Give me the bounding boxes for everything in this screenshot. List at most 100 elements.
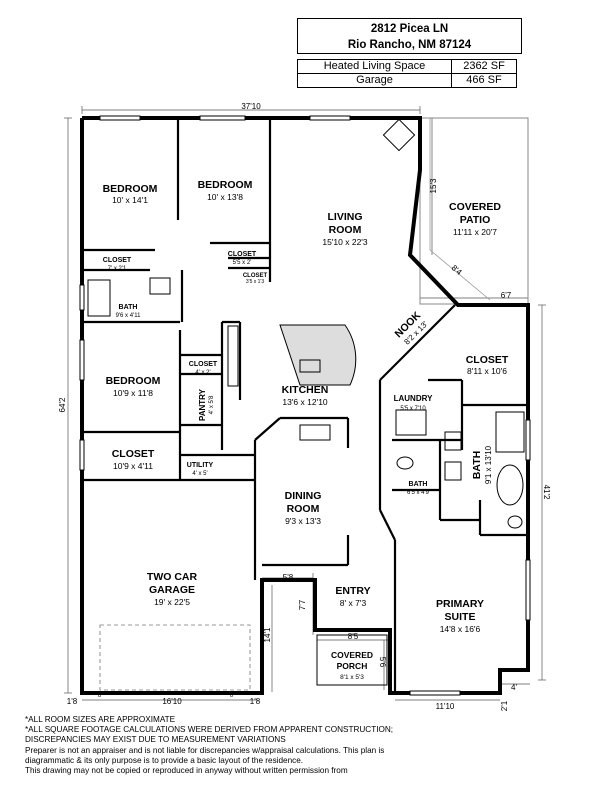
- room-size: 15'10 x 22'3: [322, 237, 368, 247]
- room-size: 9'6 x 4'11: [116, 313, 142, 319]
- room-size: 8'11 x 10'6: [467, 366, 507, 376]
- note-line: Preparer is not an appraiser and is not …: [25, 745, 385, 755]
- shower-icon: [495, 411, 525, 453]
- dimension-label: 64'2: [58, 397, 67, 412]
- room-size: 3'5 x 1'3: [246, 279, 265, 285]
- room-size: 19' x 22'5: [154, 597, 190, 607]
- dimension-label: 7'7: [298, 599, 307, 610]
- room-name: CLOSET: [466, 354, 509, 366]
- area-row: Garage 466 SF: [297, 73, 517, 88]
- room-name: DINING: [285, 490, 322, 502]
- room-name: PRIMARY: [436, 598, 484, 610]
- dimension-label: 6'7: [501, 291, 512, 300]
- dimension-label: 1'8: [67, 697, 78, 706]
- room-name: COVERED: [449, 201, 501, 213]
- dimension-label: 8'4: [450, 263, 464, 277]
- room-name: CLOSET: [189, 361, 218, 368]
- room-name: CLOSET: [243, 273, 268, 279]
- kitchen-counter-icon: [279, 324, 357, 386]
- room-size: 5'5 x 2': [233, 260, 252, 266]
- room-name: CLOSET: [103, 257, 132, 264]
- room-size: 10' x 13'8: [207, 192, 243, 202]
- fixtures: [87, 118, 525, 529]
- room-name: LIVING: [327, 211, 362, 223]
- room-name: TWO CAR: [147, 571, 198, 583]
- address-line-1: 2812 Picea LN: [370, 23, 449, 35]
- dimension-label: 5'8: [283, 573, 294, 582]
- room-size: 11'11 x 20'7: [453, 227, 497, 237]
- dimension-label: 2'1: [500, 700, 509, 711]
- dimension-label: 6': [98, 693, 102, 699]
- room-name: BEDROOM: [198, 179, 253, 191]
- dimension-label: 1'8: [250, 697, 261, 706]
- bathtub-icon: [87, 279, 111, 317]
- sink-icon: [444, 431, 462, 451]
- room-size: 4' x 5'8: [209, 395, 215, 414]
- area-name: Garage: [297, 73, 452, 88]
- room-size: 13'6 x 12'10: [282, 397, 328, 407]
- room-name: BATH: [409, 481, 428, 488]
- note-line: This drawing may not be copied or reprod…: [25, 766, 348, 776]
- room-name: BEDROOM: [103, 183, 158, 195]
- porch-outline: [316, 634, 388, 686]
- exterior-walls: [80, 116, 530, 695]
- note-line: DISCREPANCIES MAY EXIST DUE TO MEASUREME…: [25, 735, 286, 745]
- room-name: UTILITY: [187, 462, 214, 469]
- room-name: BEDROOM: [106, 375, 161, 387]
- dimension-label: 15'3: [429, 178, 438, 193]
- room-name: PANTRY: [198, 388, 207, 421]
- dimension-label: 8'5: [348, 632, 359, 641]
- room-name: PATIO: [460, 214, 491, 226]
- room-size: 10' x 14'1: [112, 195, 148, 205]
- room-name: BATH: [471, 451, 483, 479]
- windows: [79, 115, 531, 696]
- room-size: 10'9 x 4'11: [113, 461, 153, 471]
- room-name: LAUNDRY: [394, 394, 433, 403]
- garage-door: [99, 624, 251, 691]
- room-name: ROOM: [287, 503, 320, 515]
- room-size: 10'9 x 11'8: [113, 388, 153, 398]
- address-line-2: Rio Rancho, NM 87124: [347, 39, 472, 51]
- dimension-label: 16'10: [162, 697, 182, 706]
- area-value: 466 SF: [451, 73, 517, 88]
- fridge-icon: [227, 325, 239, 387]
- dimension-label: 5'6: [378, 657, 387, 668]
- room-size: 7' x 2'1: [108, 266, 127, 272]
- tub-icon: [496, 464, 524, 506]
- room-name: GARAGE: [149, 584, 195, 596]
- room-name: ROOM: [329, 224, 362, 236]
- dimension-label: 11'10: [436, 702, 455, 711]
- washer-icon: [395, 409, 427, 436]
- fireplace-icon: [382, 118, 416, 152]
- address-header: 2812 Picea LN Rio Rancho, NM 87124: [297, 18, 522, 54]
- sink-icon: [444, 461, 462, 481]
- disclaimer-notes: *ALL ROOM SIZES ARE APPROXIMATE *ALL SQU…: [25, 715, 600, 776]
- room-name: PORCH: [337, 661, 368, 671]
- room-size: 5'5 x 7'10: [400, 406, 426, 412]
- kitchen-sink-icon: [299, 359, 321, 373]
- room-size: 9'1 x 13'10: [484, 445, 493, 484]
- dimension-label: 4': [511, 683, 517, 692]
- room-size: 4' x 2': [195, 370, 210, 376]
- room-name: CLOSET: [228, 251, 257, 258]
- room-name: CLOSET: [112, 448, 155, 460]
- room-name: ENTRY: [335, 585, 370, 597]
- dimension-label: 41'2: [542, 485, 551, 500]
- dimension-label: 37'10: [241, 102, 261, 111]
- room-name: COVERED: [331, 650, 373, 660]
- interior-walls: [82, 118, 528, 693]
- dimension-label: 14'1: [263, 627, 272, 642]
- room-size: 9'3 x 13'3: [285, 516, 321, 526]
- note-line: *ALL ROOM SIZES ARE APPROXIMATE: [25, 715, 176, 724]
- cooktop-icon: [299, 424, 331, 441]
- toilet-icon: [507, 515, 523, 529]
- sink-icon: [149, 277, 171, 295]
- toilet-icon: [396, 456, 414, 470]
- room-size: 8'1 x 5'3: [340, 674, 364, 681]
- area-summary-table: Heated Living Space 2362 SF Garage 466 S…: [297, 59, 517, 88]
- room-size: 8' x 7'3: [340, 598, 367, 608]
- room-name: BATH: [119, 304, 138, 311]
- dimension-label: 6': [230, 693, 234, 699]
- room-size: 6'5 x 4'9: [407, 490, 430, 496]
